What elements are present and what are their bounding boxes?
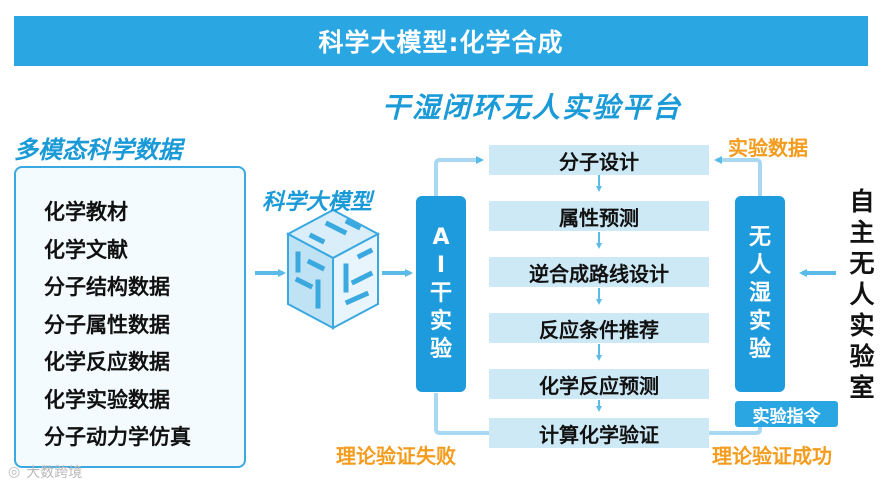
verification-success-label: 理论验证成功 <box>712 444 832 468</box>
ai-dry-lab-box: A I 干 实 验 <box>416 196 466 392</box>
data-item: 分子动力学仿真 <box>44 425 191 449</box>
dry-loop-line <box>434 393 489 435</box>
autonomous-lab-label: 自 主 无 人 实 验 室 <box>849 187 875 402</box>
wechat-icon: ◎ <box>8 464 21 480</box>
step-retrosynthesis: 逆合成路线设计 <box>489 257 709 287</box>
wet-loop-line <box>709 427 762 435</box>
data-item: 化学实验数据 <box>44 387 170 412</box>
experiment-data-label: 实验数据 <box>728 136 808 160</box>
watermark-text: 大数跨境 <box>26 465 83 481</box>
step-molecule-design: 分子设计 <box>489 145 709 175</box>
step-computational-verification: 计算化学验证 <box>489 418 709 448</box>
wet-lab-box: 无 人 湿 实 验 <box>735 196 785 392</box>
step-reaction-prediction: 化学反应预测 <box>489 369 709 399</box>
page-title: 科学大模型:化学合成 <box>14 16 868 66</box>
data-item: 化学反应数据 <box>44 350 170 374</box>
step-condition-recommendation: 反应条件推荐 <box>489 313 709 343</box>
wet-command-badge: 实验指令 <box>735 401 838 427</box>
data-item: 分子属性数据 <box>44 312 170 337</box>
data-sources-list: 化学教材 化学文献 分子结构数据 分子属性数据 化学反应数据 化学实验数据 分子… <box>44 194 191 457</box>
verification-fail-label: 理论验证失败 <box>336 444 456 468</box>
dry-loop-line-top <box>434 156 484 196</box>
wet-loop-line-top <box>714 156 762 196</box>
model-label: 科学大模型 <box>262 190 373 215</box>
data-item: 分子结构数据 <box>44 275 170 299</box>
step-property-prediction: 属性预测 <box>489 201 709 231</box>
watermark: ◎ 大数跨境 <box>8 462 82 482</box>
data-item: 化学教材 <box>44 200 128 224</box>
data-section-title: 多模态科学数据 <box>14 136 182 164</box>
data-item: 化学文献 <box>44 237 128 262</box>
platform-title: 干湿闭环无人实验平台 <box>382 91 683 124</box>
model-cube-icon <box>285 208 381 330</box>
data-sources-box: 化学教材 化学文献 分子结构数据 分子属性数据 化学反应数据 化学实验数据 分子… <box>14 166 246 468</box>
